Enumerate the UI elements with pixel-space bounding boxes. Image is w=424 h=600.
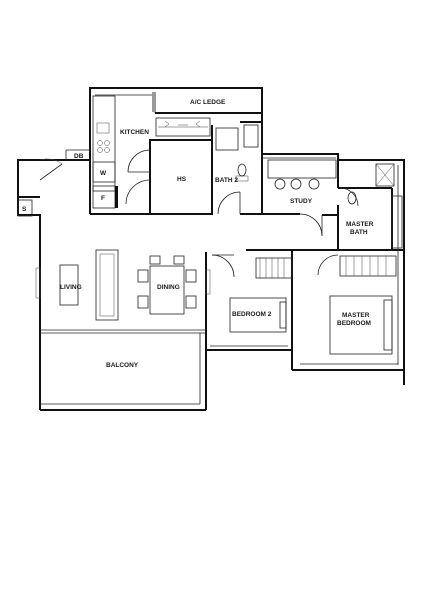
label-ac-ledge: A/C LEDGE [190,99,226,106]
label-kitchen: KITCHEN [120,129,149,136]
label-study: STUDY [290,198,313,205]
label-master-bath-1: MASTER [346,221,374,228]
fixtures [17,92,403,355]
label-master-bedroom-1: MASTER [342,312,370,319]
label-master-bath-2: BATH [350,229,368,236]
label-balcony: BALCONY [106,362,139,369]
label-hs: HS [177,176,187,183]
label-f: F [101,195,105,202]
label-w: W [100,170,107,177]
label-db: DB [74,153,84,160]
label-master-bedroom-2: BEDROOM [337,320,371,327]
doors [39,149,359,278]
label-s: S [22,206,27,213]
inner-walls [40,94,404,405]
label-dining: DINING [157,284,180,291]
label-bath2: BATH 2 [215,177,238,184]
label-living: LIVING [60,284,82,291]
label-bedroom2: BEDROOM 2 [232,311,272,318]
